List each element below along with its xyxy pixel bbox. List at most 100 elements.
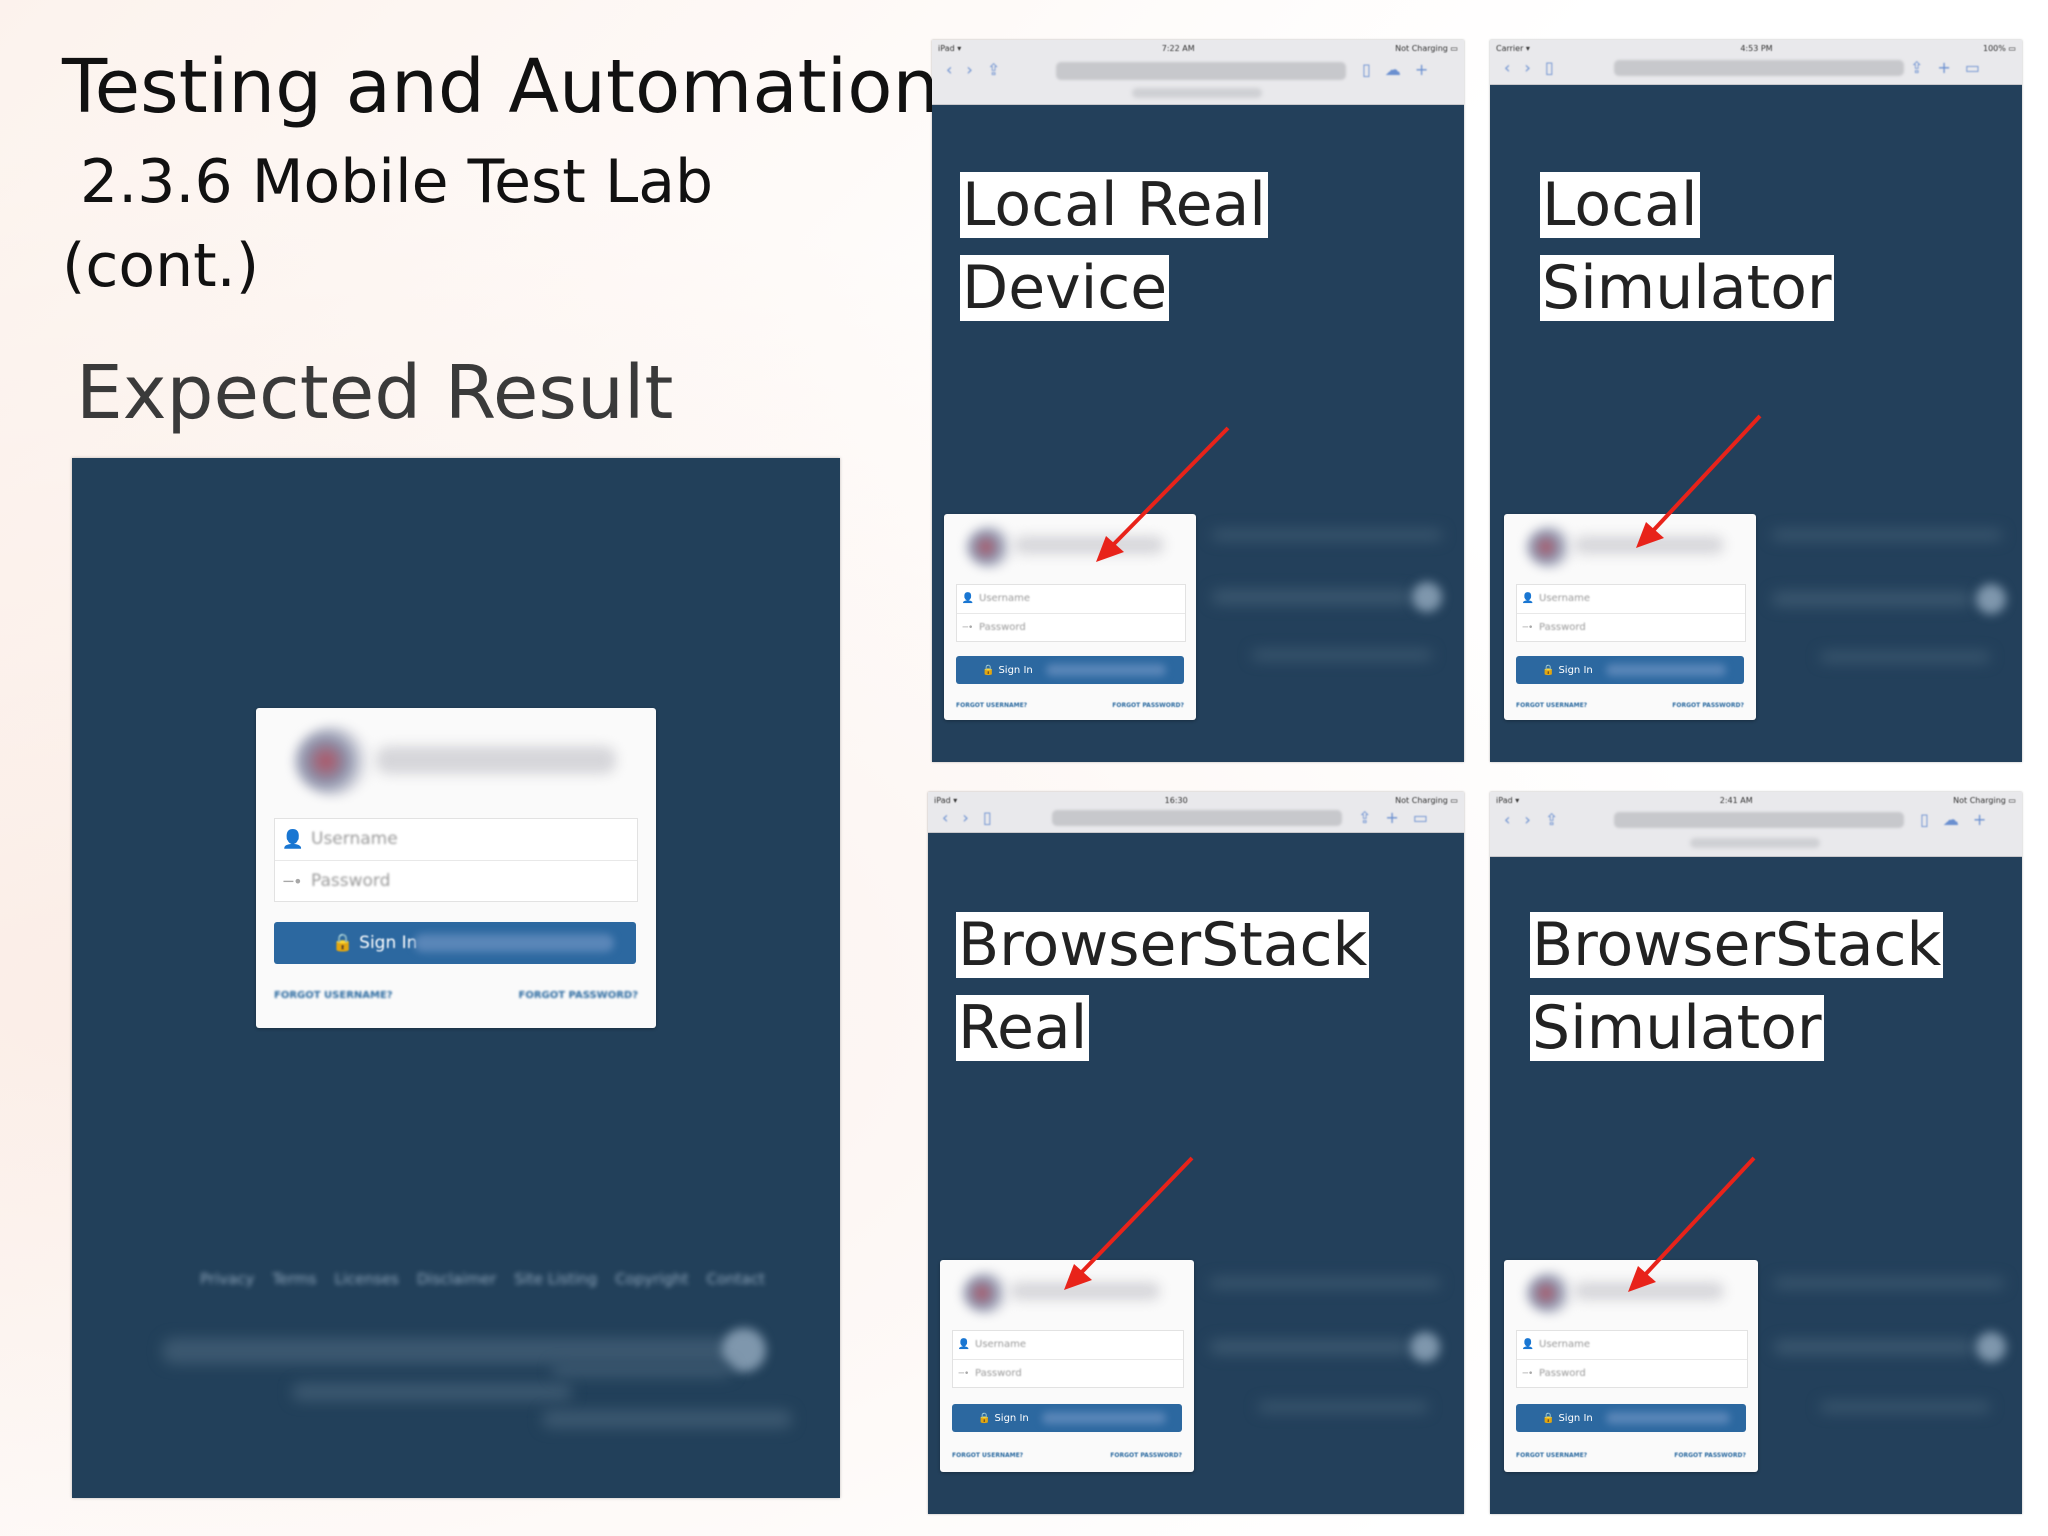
lock-icon: 🔒 — [1542, 664, 1555, 676]
key-icon: ─• — [958, 1368, 970, 1379]
url-bar[interactable] — [1056, 62, 1346, 80]
forgot-password-link[interactable]: FORGOT PASSWORD? — [1674, 1452, 1746, 1459]
forgot-password-link[interactable]: FORGOT PASSWORD? — [1112, 702, 1184, 709]
expected-result-screenshot: 👤 Username ─• Password 🔒 Sign In FORGOT … — [72, 458, 840, 1498]
logo-text-blurred — [1014, 536, 1164, 554]
sign-in-button[interactable]: 🔒Sign In — [952, 1404, 1182, 1432]
url-bar[interactable] — [1052, 810, 1342, 826]
forgot-password-link[interactable]: FORGOT PASSWORD? — [1110, 1452, 1182, 1459]
username-placeholder: Username — [979, 593, 1030, 604]
logo — [962, 1272, 1012, 1314]
add-icon: + — [1937, 58, 1951, 77]
url-bar[interactable] — [1614, 60, 1904, 76]
device-label-line-2: Real — [956, 993, 1090, 1063]
footer-link[interactable]: Disclaimer — [416, 1270, 497, 1288]
username-field[interactable]: 👤Username — [953, 1331, 1183, 1358]
footer-link[interactable]: Privacy — [200, 1270, 255, 1288]
login-card: 👤Username ─• Password 🔒Sign In FORGOT USE… — [1504, 1260, 1758, 1472]
footer-link[interactable]: Contact — [706, 1270, 765, 1288]
username-field[interactable]: 👤Username — [1517, 585, 1745, 612]
forward-icon: › — [1524, 58, 1531, 77]
nav-icons: ‹›▯ — [1504, 58, 1554, 77]
nav-icons: ‹›⇪ — [1504, 810, 1558, 829]
lock-icon: 🔒 — [978, 1412, 991, 1424]
login-card: 👤Username ─•Password 🔒Sign In FORGOT USE… — [1504, 514, 1756, 720]
login-card: 👤Username ─• Password 🔒Sign In FORGOT USE… — [940, 1260, 1194, 1472]
key-icon: ─• — [1522, 622, 1534, 633]
password-placeholder: Password — [311, 871, 391, 891]
footer-blur-bar — [1210, 1340, 1410, 1354]
footer-blur-bar — [552, 1363, 732, 1377]
footer-link[interactable]: Terms — [272, 1270, 317, 1288]
nav-icons: ‹›⇪ — [946, 60, 1000, 79]
back-icon: ‹ — [1504, 810, 1511, 829]
slide-title: Testing and Automation — [62, 44, 940, 130]
forgot-username-link[interactable]: FORGOT USERNAME? — [952, 1452, 1024, 1459]
forgot-password-link[interactable]: FORGOT PASSWORD? — [518, 990, 638, 1001]
device-label-line-1: BrowserStack — [1530, 910, 1944, 980]
red-arrow-icon — [1636, 414, 1762, 548]
nav-icons: ‹›▯ — [942, 808, 992, 827]
logo-text-blurred — [1574, 1282, 1724, 1300]
blurred-text — [1606, 664, 1726, 676]
password-field[interactable]: ─•Password — [957, 613, 1185, 641]
footer-blur-bar — [1820, 1402, 1990, 1412]
logo — [966, 526, 1016, 568]
footer-blur-bar — [1774, 1340, 1974, 1354]
device-label-line-1: BrowserStack — [956, 910, 1370, 980]
username-field[interactable]: 👤 Username — [275, 819, 637, 859]
subtitle-line-2: (cont.) — [62, 231, 260, 301]
forgot-username-link[interactable]: FORGOT USERNAME? — [1516, 702, 1588, 709]
footer-blur-bar — [1212, 530, 1442, 540]
password-field[interactable]: ─• Password — [275, 860, 637, 901]
footer-blur-bar — [1212, 590, 1412, 604]
sign-in-label: Sign In — [1558, 1412, 1593, 1424]
forward-icon: › — [962, 808, 969, 827]
logo-text-blurred — [1010, 1282, 1160, 1300]
footer-blur-badge — [1410, 1332, 1440, 1362]
username-field[interactable]: 👤Username — [1517, 1331, 1747, 1358]
forgot-links: FORGOT USERNAME? FORGOT PASSWORD? — [952, 1452, 1182, 1459]
forgot-username-link[interactable]: FORGOT USERNAME? — [1516, 1452, 1588, 1459]
cloud-icon: ☁ — [1942, 810, 1959, 829]
footer-blur-bar — [1774, 1278, 2004, 1288]
sign-in-button[interactable]: 🔒Sign In — [956, 656, 1184, 684]
toolbar-icons: ⇪+▭ — [1910, 58, 1980, 77]
toolbar-icons: ⇪+▭ — [1358, 808, 1428, 827]
username-field[interactable]: 👤Username — [957, 585, 1185, 612]
page-title-blurred — [1132, 88, 1262, 98]
bookmarks-icon: ▯ — [1362, 60, 1371, 79]
login-fields: 👤Username ─•Password — [1516, 584, 1746, 642]
footer-blur-bar — [1772, 530, 2002, 540]
footer-link[interactable]: Site Listing — [514, 1270, 598, 1288]
bookmarks-icon: ▯ — [1544, 58, 1554, 77]
key-icon: ─• — [283, 871, 303, 891]
password-field[interactable]: ─•Password — [1517, 613, 1745, 641]
blurred-text — [414, 934, 614, 952]
forgot-username-link[interactable]: FORGOT USERNAME? — [274, 990, 393, 1001]
password-placeholder: Password — [975, 1368, 1022, 1379]
sign-in-button[interactable]: 🔒Sign In — [1516, 656, 1744, 684]
footer-blur-bar — [1258, 1402, 1428, 1412]
key-icon: ─• — [1522, 1368, 1534, 1379]
forgot-username-link[interactable]: FORGOT USERNAME? — [956, 702, 1028, 709]
sign-in-button[interactable]: 🔒Sign In — [1516, 1404, 1746, 1432]
password-placeholder: Password — [1539, 1368, 1586, 1379]
footer-link[interactable]: Copyright — [615, 1270, 689, 1288]
password-field[interactable]: ─• Password — [1517, 1359, 1747, 1387]
forgot-password-link[interactable]: FORGOT PASSWORD? — [1672, 702, 1744, 709]
footer-link[interactable]: Licenses — [334, 1270, 399, 1288]
red-arrow-icon — [1096, 426, 1230, 562]
url-bar[interactable] — [1614, 812, 1904, 828]
toolbar-icons: ▯☁+ — [1920, 810, 1986, 829]
password-placeholder: Password — [979, 622, 1026, 633]
sign-in-button[interactable]: 🔒 Sign In — [274, 922, 636, 964]
password-field[interactable]: ─• Password — [953, 1359, 1183, 1387]
share-icon: ⇪ — [1544, 810, 1559, 829]
